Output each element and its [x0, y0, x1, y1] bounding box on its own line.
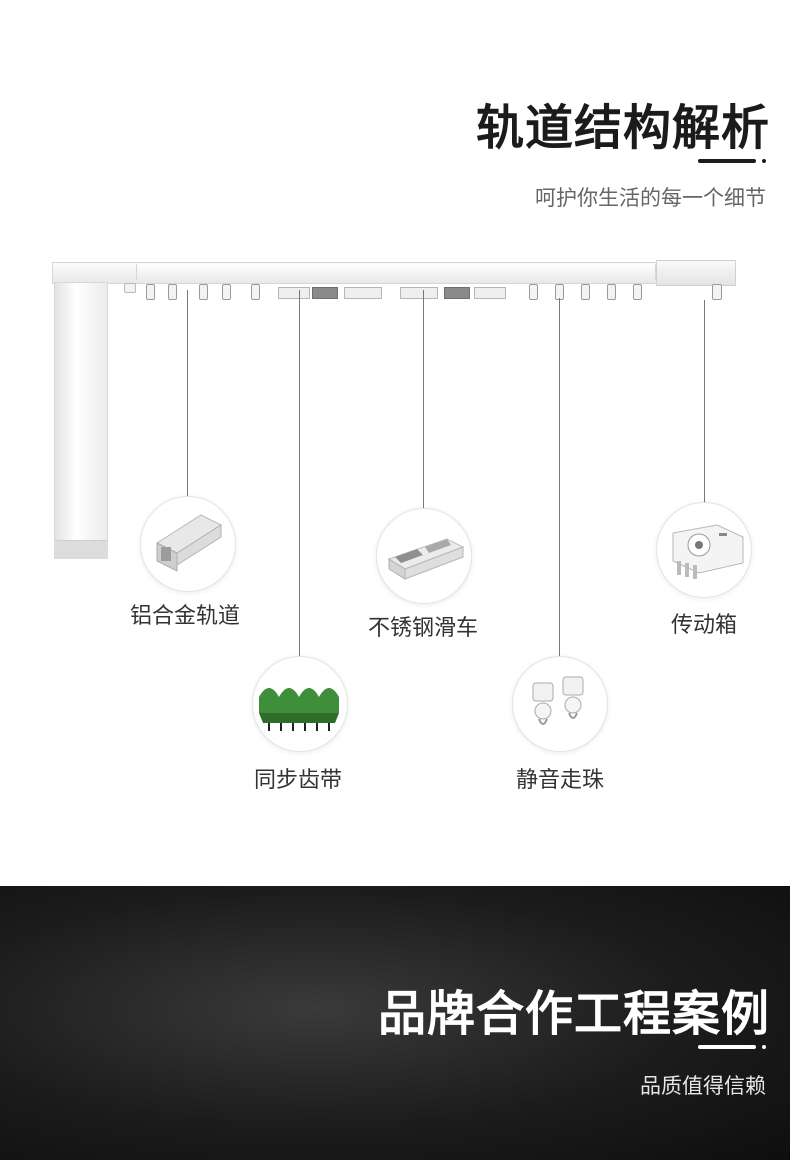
- rail-channel: [136, 264, 656, 280]
- rail-bracket-left: [124, 283, 136, 293]
- aluminum-rail-icon: [140, 496, 236, 592]
- glider: [633, 284, 642, 300]
- track-structure-section: 轨道结构解析 呵护你生活的每一个细节 铝合金轨道: [52, 100, 770, 793]
- part-label-steel-carriage: 不锈钢滑车: [367, 616, 479, 641]
- cases-subtitle: 品质值得信赖: [640, 1074, 766, 1098]
- glider: [251, 284, 260, 300]
- carriage-weight: [444, 287, 470, 299]
- carriage: [344, 287, 382, 299]
- title-underline-dot: [762, 159, 766, 163]
- carriage: [278, 287, 310, 299]
- glider: [529, 284, 538, 300]
- rail-bracket-right: [712, 284, 722, 300]
- glider: [581, 284, 590, 300]
- motor-end-cap: [54, 540, 108, 559]
- part-label-gearbox: 传动箱: [670, 613, 738, 638]
- silent-glider-icon: [512, 656, 608, 752]
- part-label-timing-belt: 同步齿带: [253, 768, 343, 793]
- callout-line: [187, 290, 188, 498]
- carriage: [400, 287, 438, 299]
- section-title: 轨道结构解析: [475, 100, 770, 156]
- callout-line: [704, 300, 705, 503]
- brand-cases-section: 品牌合作工程案例 品质值得信赖: [0, 886, 790, 1160]
- glider: [607, 284, 616, 300]
- glider: [146, 284, 155, 300]
- timing-belt-icon: [252, 656, 348, 752]
- cases-title-underline-dot: [762, 1045, 766, 1049]
- glider: [199, 284, 208, 300]
- part-label-silent-glider: 静音走珠: [515, 768, 605, 793]
- cases-title-underline: [698, 1045, 756, 1049]
- carriage: [474, 287, 506, 299]
- gearbox-icon: [656, 502, 752, 598]
- glider: [168, 284, 177, 300]
- part-label-aluminum-rail: 铝合金轨道: [129, 604, 241, 629]
- carriage-weight: [312, 287, 338, 299]
- section-subtitle: 呵护你生活的每一个细节: [535, 186, 766, 210]
- curtain-motor: [54, 282, 108, 558]
- callout-line: [559, 298, 560, 658]
- callout-line: [299, 290, 300, 657]
- rail-end-box: [656, 260, 736, 286]
- glider: [222, 284, 231, 300]
- callout-line: [423, 290, 424, 510]
- title-underline: [698, 159, 756, 163]
- cases-title: 品牌合作工程案例: [377, 986, 770, 1042]
- steel-carriage-icon: [376, 508, 472, 604]
